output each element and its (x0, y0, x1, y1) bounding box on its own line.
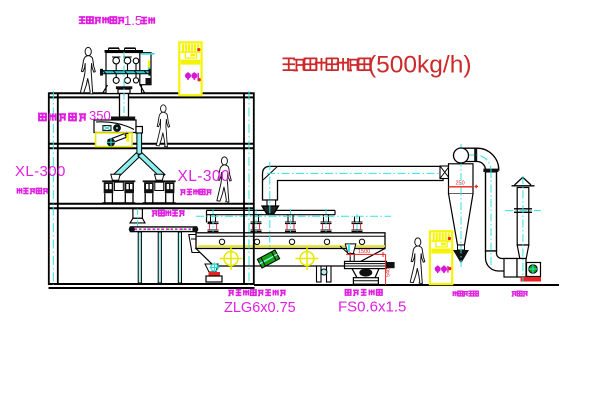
svg-text:1.5: 1.5 (124, 13, 142, 28)
svg-text:ZLG6x0.75: ZLG6x0.75 (224, 300, 296, 316)
svg-text:FS0.6x1.5: FS0.6x1.5 (338, 299, 406, 316)
svg-text:XL-300: XL-300 (15, 163, 66, 180)
svg-text:540: 540 (386, 268, 392, 277)
svg-text:1500: 1500 (358, 249, 370, 255)
svg-text:XL-300: XL-300 (178, 168, 230, 185)
svg-text:350: 350 (89, 108, 111, 123)
svg-text:(500kg/h): (500kg/h) (368, 52, 472, 79)
svg-text:250: 250 (456, 181, 465, 187)
